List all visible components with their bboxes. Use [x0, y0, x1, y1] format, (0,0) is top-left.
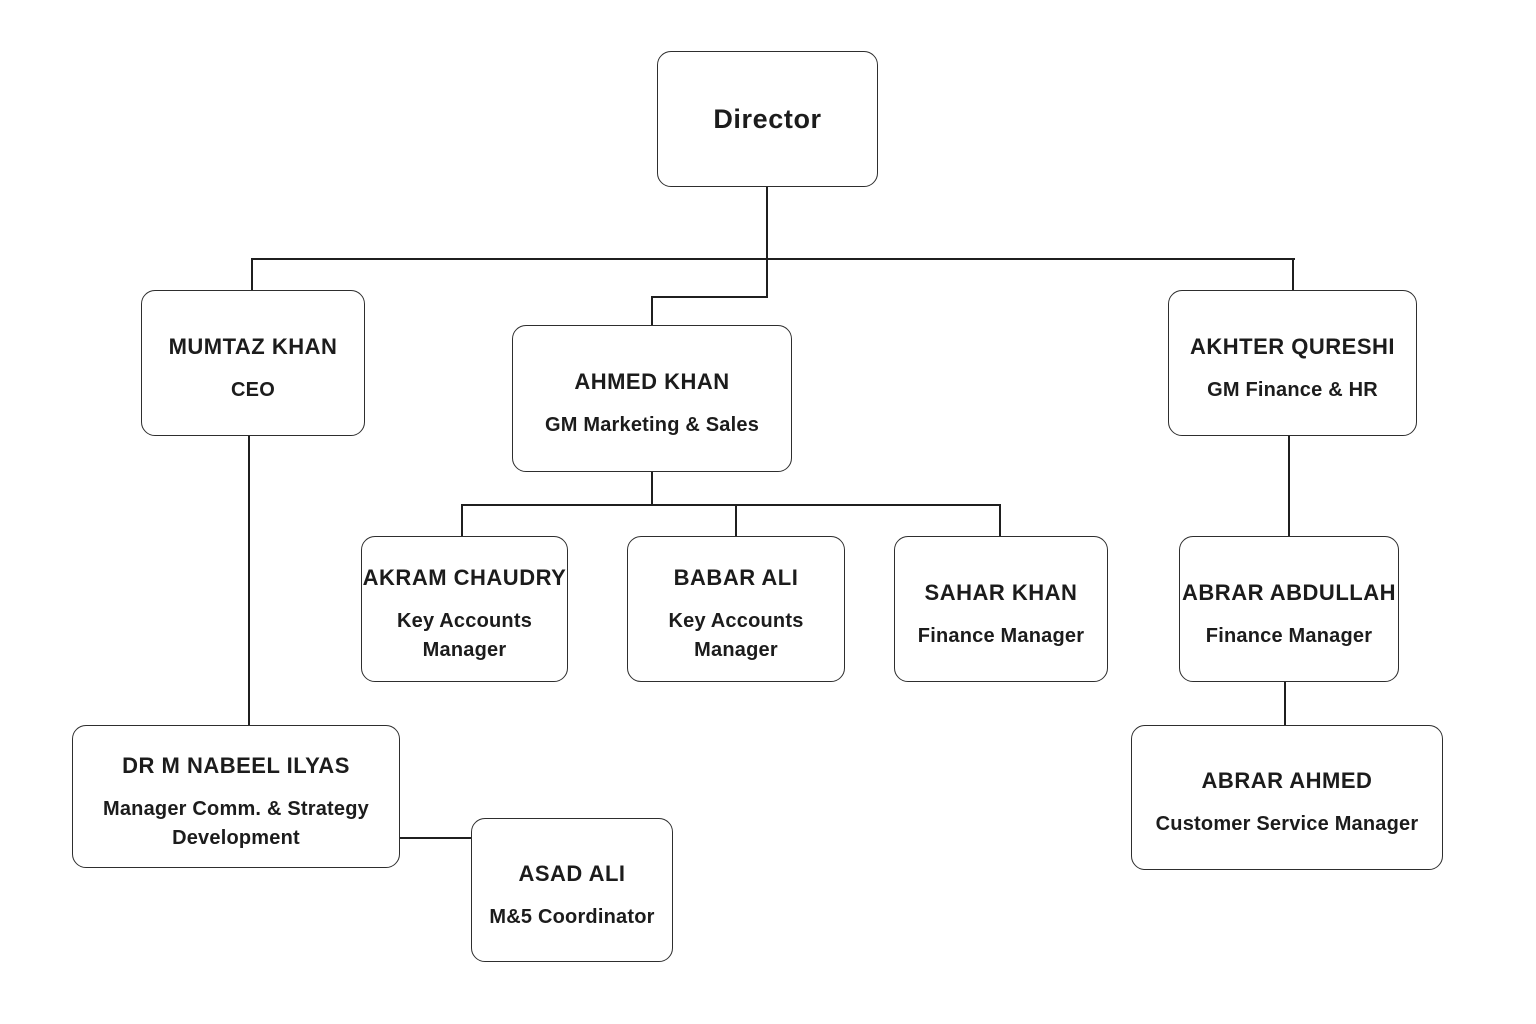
connector-drop-ceo: [251, 258, 253, 292]
node-key-accounts-2-name: BABAR ALI: [673, 565, 799, 590]
node-ceo: MUMTAZ KHAN CEO: [141, 290, 365, 436]
node-gm-marketing-name: AHMED KHAN: [574, 369, 730, 394]
connector-drop-gm-finance: [1292, 258, 1294, 292]
node-finance-manager-2-name: ABRAR ABDULLAH: [1182, 579, 1396, 605]
node-finance-manager-2: ABRAR ABDULLAH Finance Manager: [1179, 536, 1399, 682]
node-director: Director: [657, 51, 878, 187]
node-customer-service-manager-role: Customer Service Manager: [1155, 813, 1419, 835]
node-coordinator-name: ASAD ALI: [518, 860, 626, 886]
node-gm-finance-hr-name: AKHTER QURESHI: [1189, 333, 1395, 359]
node-strategy-manager-name: DR M NABEEL ILYAS: [122, 752, 350, 778]
node-key-accounts-1: AKRAM CHAUDRY Key Accounts Manager: [361, 536, 568, 682]
connector-drop-gm-marketing-v2: [651, 296, 653, 327]
connector-drop-sahar: [999, 504, 1001, 538]
connector-nabeel-to-asad: [400, 837, 472, 839]
connector-marketing-bus: [461, 504, 1001, 506]
node-ceo-role: CEO: [231, 378, 275, 401]
node-coordinator: ASAD ALI M&5 Coordinator: [471, 818, 673, 962]
connector-top-bus: [251, 258, 1295, 260]
node-coordinator-role: M&5 Coordinator: [489, 905, 655, 928]
node-finance-manager-1-name: SAHAR KHAN: [924, 579, 1078, 605]
connector-director-stem: [766, 187, 768, 260]
node-finance-manager-2-role: Finance Manager: [1205, 624, 1373, 647]
node-director-name: Director: [713, 104, 822, 134]
node-customer-service-manager-name: ABRAR AHMED: [1201, 768, 1373, 793]
node-customer-service-manager: ABRAR AHMED Customer Service Manager: [1131, 725, 1443, 870]
connector-abdullah-to-ahmed: [1284, 681, 1286, 727]
connector-ceo-to-nabeel: [248, 436, 250, 727]
connector-drop-akram: [461, 504, 463, 538]
connector-gm-marketing-stem: [651, 472, 653, 506]
node-gm-marketing: AHMED KHAN GM Marketing & Sales: [512, 325, 792, 472]
node-key-accounts-2-role: Key Accounts Manager: [668, 610, 804, 661]
node-strategy-manager: DR M NABEEL ILYAS Manager Comm. & Strate…: [72, 725, 400, 868]
node-ceo-name: MUMTAZ KHAN: [168, 333, 338, 359]
node-gm-finance-hr-role: GM Finance & HR: [1207, 378, 1378, 401]
connector-gmfinance-to-abdullah: [1288, 436, 1290, 538]
node-finance-manager-1-role: Finance Manager: [917, 624, 1085, 647]
node-gm-finance-hr: AKHTER QURESHI GM Finance & HR: [1168, 290, 1417, 436]
node-key-accounts-1-role: Key Accounts Manager: [396, 610, 533, 661]
connector-drop-gm-marketing-v: [766, 258, 768, 298]
connector-drop-gm-marketing-jog: [651, 296, 768, 298]
node-key-accounts-2: BABAR ALI Key Accounts Manager: [627, 536, 845, 682]
connector-drop-babar: [735, 504, 737, 538]
node-strategy-manager-role: Manager Comm. & Strategy Development: [103, 797, 369, 849]
node-key-accounts-1-name: AKRAM CHAUDRY: [362, 565, 567, 590]
node-finance-manager-1: SAHAR KHAN Finance Manager: [894, 536, 1108, 682]
node-gm-marketing-role: GM Marketing & Sales: [544, 414, 760, 436]
